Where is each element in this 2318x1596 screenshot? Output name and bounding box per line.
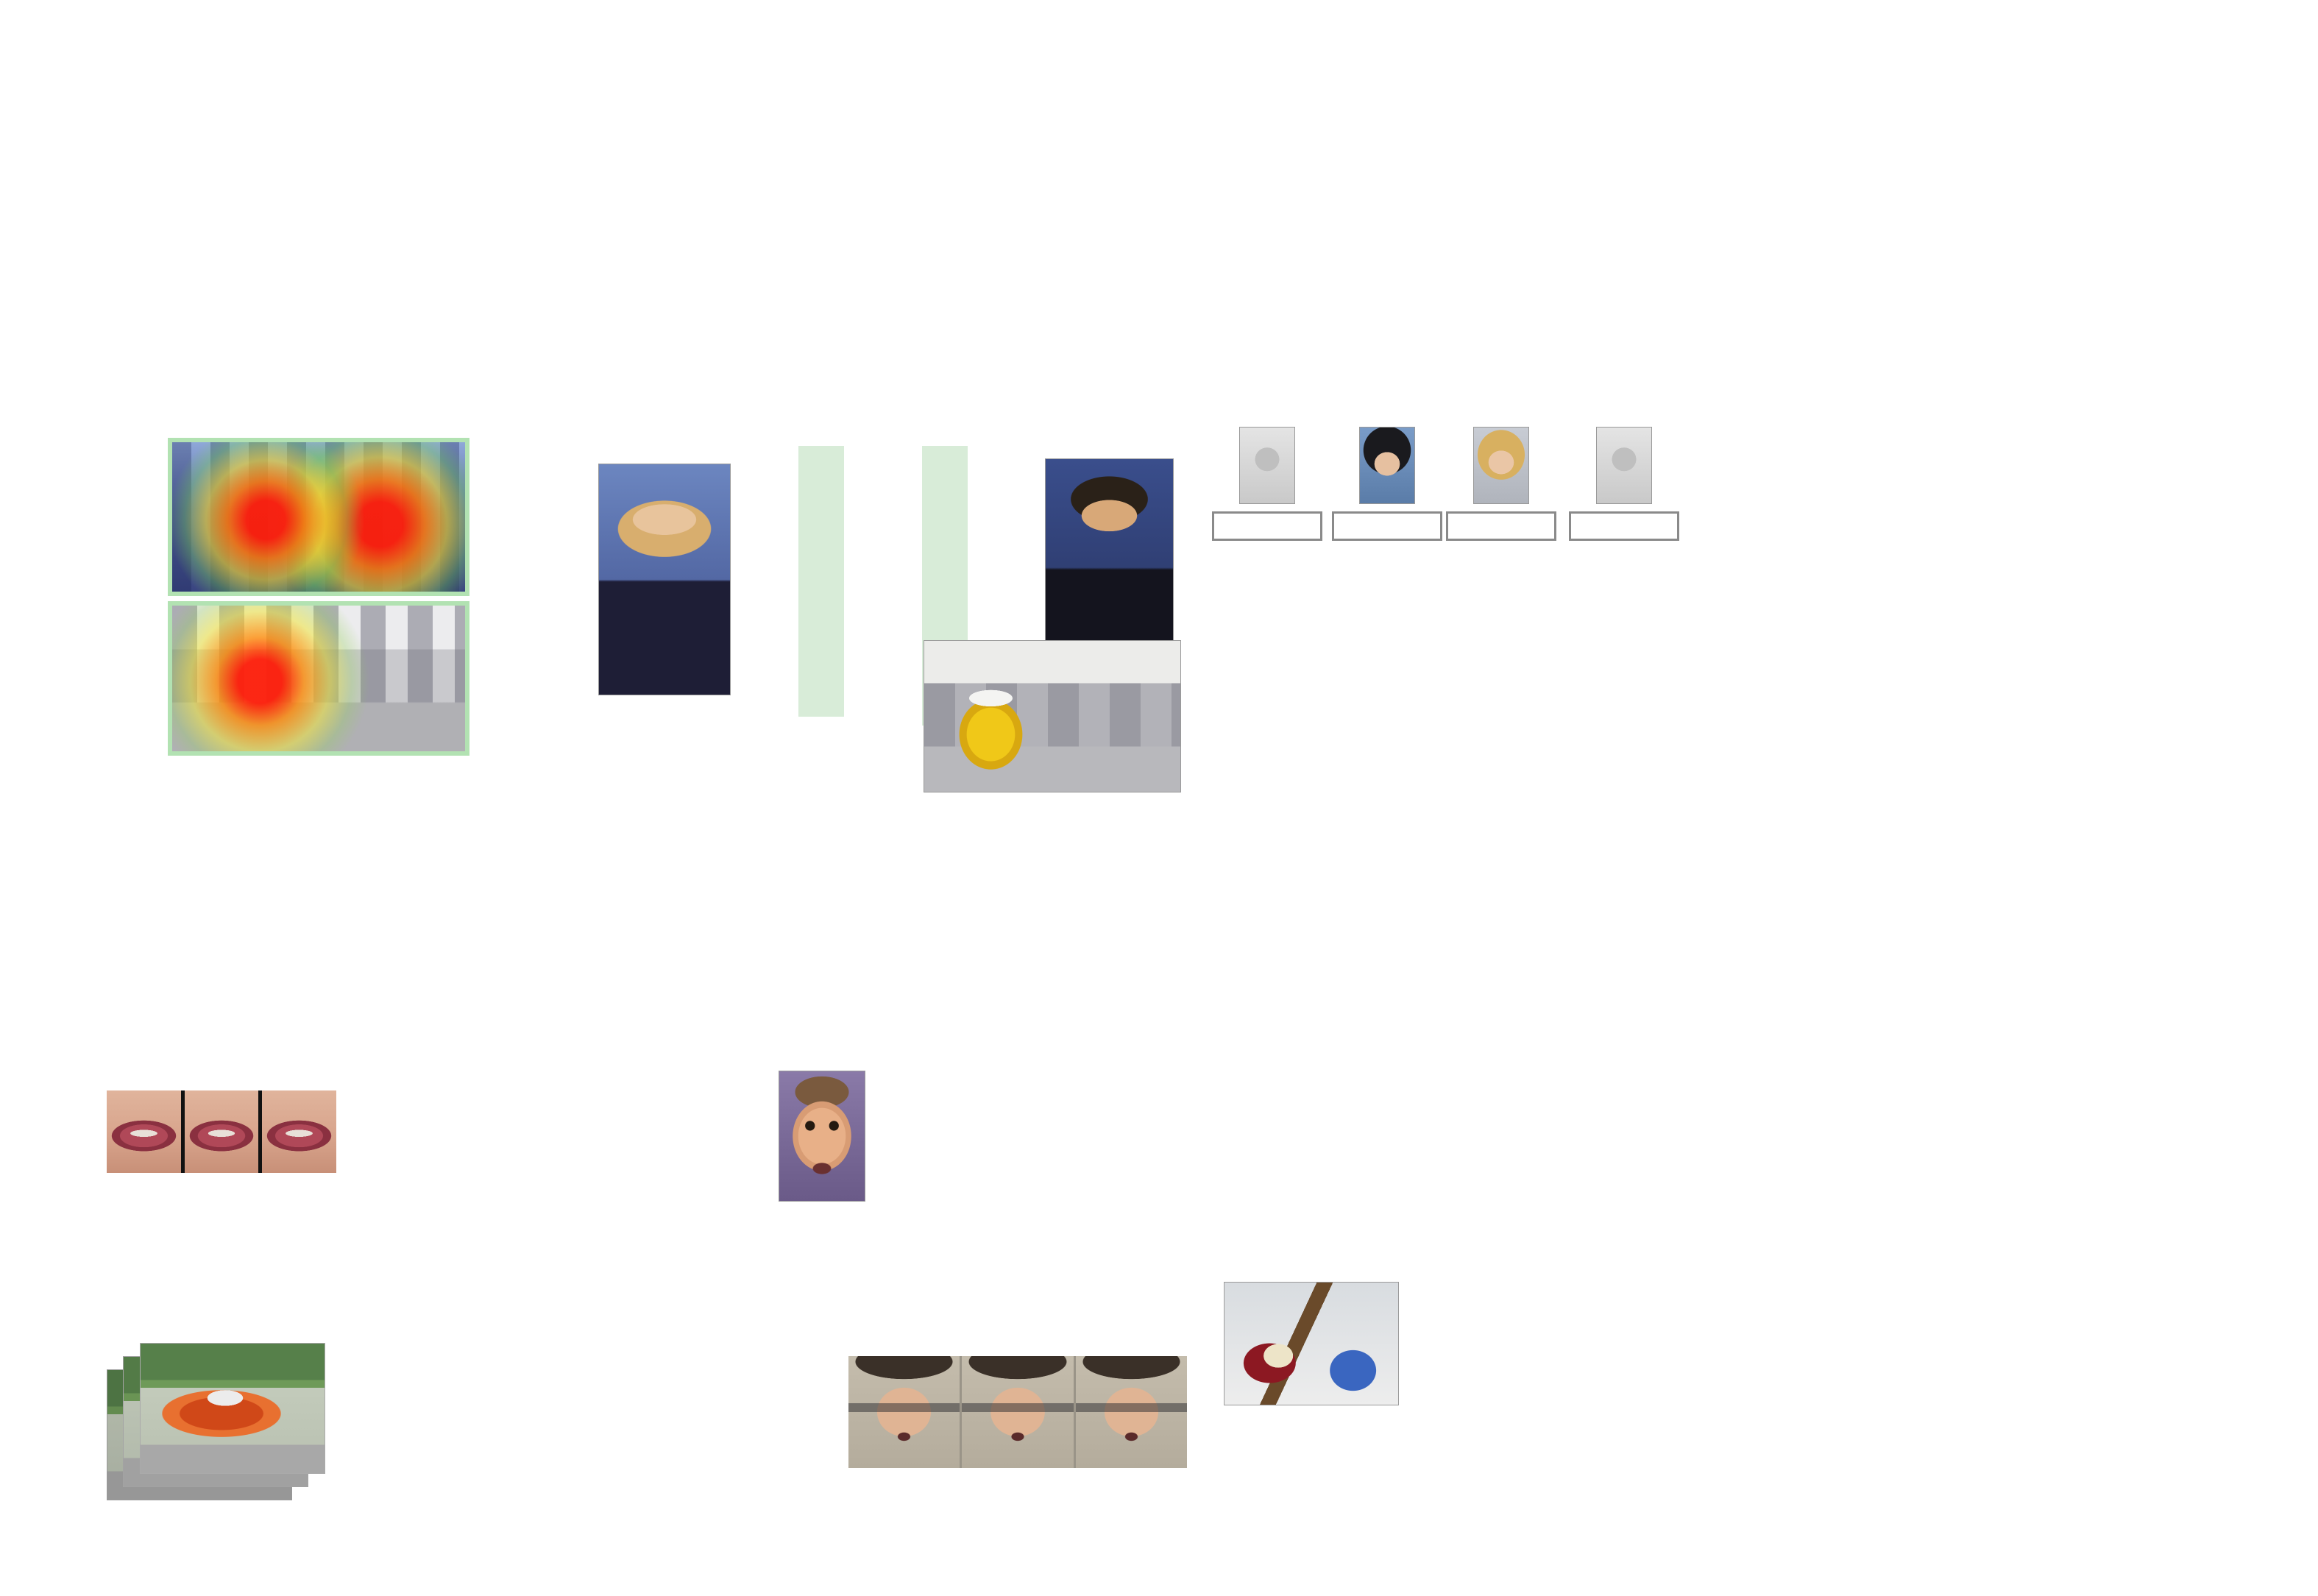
quadrant-b-column-divider [1693,229,1703,803]
lip-frame [107,1090,181,1173]
video-frames-stack [107,1343,341,1501]
talking-face-frame [962,1356,1074,1468]
negative-pair-selection-rect [1843,1196,2016,1385]
generated-face-image [779,1071,865,1202]
quadrant-c-column-divider [578,974,588,1504]
tram-street-image [924,640,1181,792]
stick-figures-icon [1077,1088,1180,1176]
voice-squiggle-icon [1573,465,1676,500]
embedding-scatter-plot [1474,1267,1662,1418]
raw-audio-waveform [1233,1043,1394,1130]
double-arrow-icon [1404,1316,1469,1375]
quadrant-b-row-line [1218,545,1697,554]
voice-x-label [1212,511,1322,541]
voice-sine-waveform [1489,335,1669,423]
quadrant-d-top-line [1218,974,2272,984]
audio-waveform-blue [629,674,822,755]
quadrant-b-top-line [1218,229,2272,238]
face-x-label [1446,511,1556,541]
audio-waveform-magenta [606,1373,779,1453]
right-arrow-icon [973,553,1043,584]
right-arrow-icon [732,553,802,584]
audio-sine-waveform [589,1094,712,1177]
quadrant-a-top-line [99,229,1183,238]
voice-a-portrait [1596,427,1652,504]
guitar-player-image [1224,1282,1399,1405]
down-arrow-icon [1938,522,2011,699]
quadrant-c-row-line [99,1213,1183,1222]
double-arrow-icon [1400,1057,1464,1116]
voice-squiggle-icon [1216,465,1319,500]
lip-frame [184,1090,259,1173]
double-arrow-icon [1014,1104,1074,1157]
quadrant-a-purple-divider [891,233,898,549]
speech-waveform-magenta [418,1089,569,1174]
talking-face-frames [848,1356,1187,1468]
separated-voice-waveform [798,446,844,717]
talking-face-frame [848,1356,960,1468]
face-x-portrait [1473,427,1529,504]
heatmap-speakers-image [168,438,469,596]
right-arrow-icon [344,1115,411,1146]
right-arrow-icon [832,695,909,728]
negative-pairs-legend [2014,1029,2183,1096]
right-arrow-icon [781,1400,846,1430]
voice-x-portrait [1239,427,1295,504]
face-a-label [1332,511,1442,541]
right-arrow-icon [343,1392,408,1423]
double-arrow-icon [715,1104,776,1157]
quadrant-d-column-divider [1693,974,1703,1504]
positive-pairs-legend [1790,1029,1959,1096]
female-anchor-image [598,464,731,695]
quadrant-c-top-line [99,974,1183,984]
lip-sequence-image [107,1090,337,1173]
quadrant-a-column-divider [578,229,588,803]
speech-sine-waveform [1825,386,2119,515]
heatmap-street-image [168,601,469,756]
central-horizontal-band [103,793,2272,812]
talking-face-frame [1075,1356,1187,1468]
audio-sine-waveform [893,1094,1012,1177]
face-a-portrait [1359,427,1415,504]
voice-a-label [1569,511,1679,541]
audio-waveform-magenta [406,1375,570,1448]
voice-sine-waveform [1240,335,1420,423]
embedding-scatter-plot [1470,1014,1658,1165]
train-frame-front [140,1343,325,1474]
lip-frame [262,1090,337,1173]
